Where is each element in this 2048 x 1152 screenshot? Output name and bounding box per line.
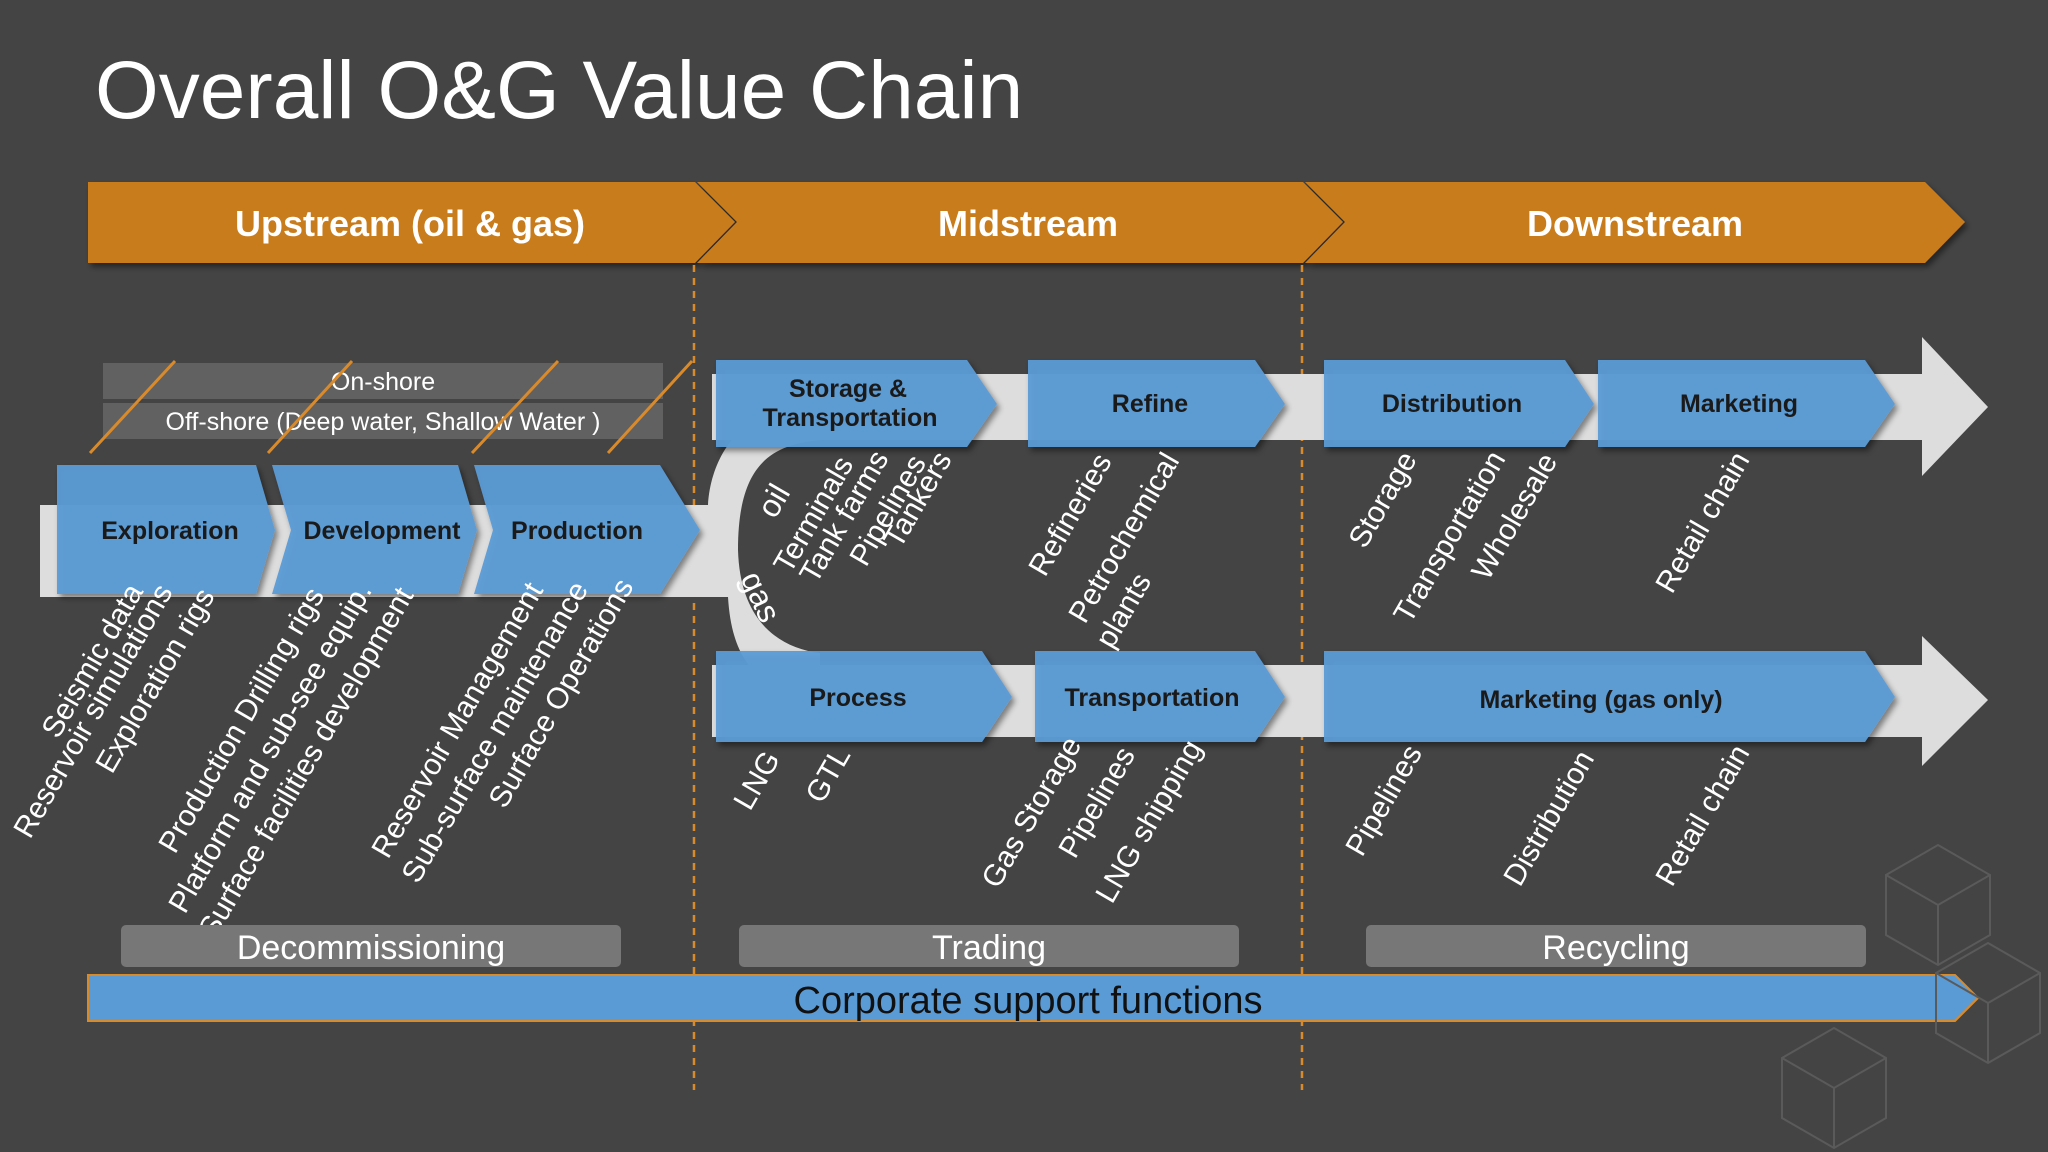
recycling-bar	[1366, 925, 1866, 967]
marketing-gas-label: Marketing (gas only)	[1479, 686, 1722, 714]
exploration-label: Exploration	[101, 517, 239, 545]
refine-label: Refine	[1112, 390, 1189, 418]
process-item: LNG	[727, 746, 786, 816]
refine-stage	[1028, 360, 1285, 447]
page-title: Overall O&G Value Chain	[95, 45, 1023, 136]
flow-split-curve	[708, 396, 820, 697]
storage-label-line1: Storage &	[789, 375, 907, 403]
distribution-item: Storage	[1342, 446, 1423, 554]
offshore-label: Off-shore (Deep water, Shallow Water )	[166, 408, 601, 436]
corporate-support-arrow	[87, 974, 1980, 1022]
process-label: Process	[809, 684, 906, 712]
trading-label: Trading	[932, 929, 1046, 967]
transport-item: Gas Storage	[975, 731, 1088, 893]
marketing-label: Marketing	[1680, 390, 1798, 418]
trading-bar	[739, 925, 1239, 967]
marketing-stage	[1598, 360, 1895, 447]
distribution-stage	[1324, 360, 1594, 447]
decommissioning-bar	[121, 925, 621, 967]
corporate-support-label: Corporate support functions	[794, 980, 1263, 1022]
onshore-bar	[103, 363, 663, 399]
strike-line	[606, 359, 694, 455]
storage-label-line2: Transportation	[762, 404, 937, 432]
offshore-bar	[103, 403, 663, 439]
upstream-stages	[57, 465, 700, 594]
process-item: GTL	[799, 741, 857, 808]
distribution-label: Distribution	[1382, 390, 1522, 418]
marketing-gas-stage	[1324, 651, 1895, 742]
downstream-chevron	[1305, 182, 1965, 263]
production-stage	[474, 465, 700, 594]
transportation-stage	[1035, 651, 1285, 742]
strike-line	[470, 359, 560, 455]
marketing-gas-item: Pipelines	[1339, 740, 1428, 862]
oil-label: oil	[750, 478, 797, 524]
production-label: Production	[511, 517, 643, 545]
marketing-gas-item: Distribution	[1497, 745, 1601, 891]
exploration-stage	[57, 465, 275, 594]
development-label: Development	[304, 517, 462, 545]
marketing-item: Retail chain	[1649, 446, 1756, 598]
section-header-band	[88, 182, 1965, 263]
decorative-cubes-icon	[1781, 843, 2041, 1150]
upstream-chevron	[88, 182, 735, 263]
onshore-label: On-shore	[331, 368, 435, 396]
transportation-label: Transportation	[1064, 684, 1239, 712]
midstream-title: Midstream	[938, 203, 1118, 244]
process-stage	[716, 651, 1012, 742]
development-stage	[272, 465, 477, 594]
downstream-title: Downstream	[1527, 203, 1743, 244]
offshore-box: On-shore Off-shore (Deep water, Shallow …	[88, 359, 694, 455]
strike-line	[88, 359, 177, 455]
storage-stage	[716, 360, 997, 447]
bottom-bars: Decommissioning Trading Recycling	[121, 925, 1866, 967]
midstream-chevron	[697, 182, 1343, 263]
mid-down-stages	[716, 360, 1895, 742]
upstream-title: Upstream (oil & gas)	[235, 203, 585, 244]
recycling-label: Recycling	[1542, 929, 1689, 967]
decommissioning-label: Decommissioning	[237, 929, 505, 967]
marketing-gas-item: Retail chain	[1649, 739, 1756, 891]
strike-line	[266, 359, 354, 455]
